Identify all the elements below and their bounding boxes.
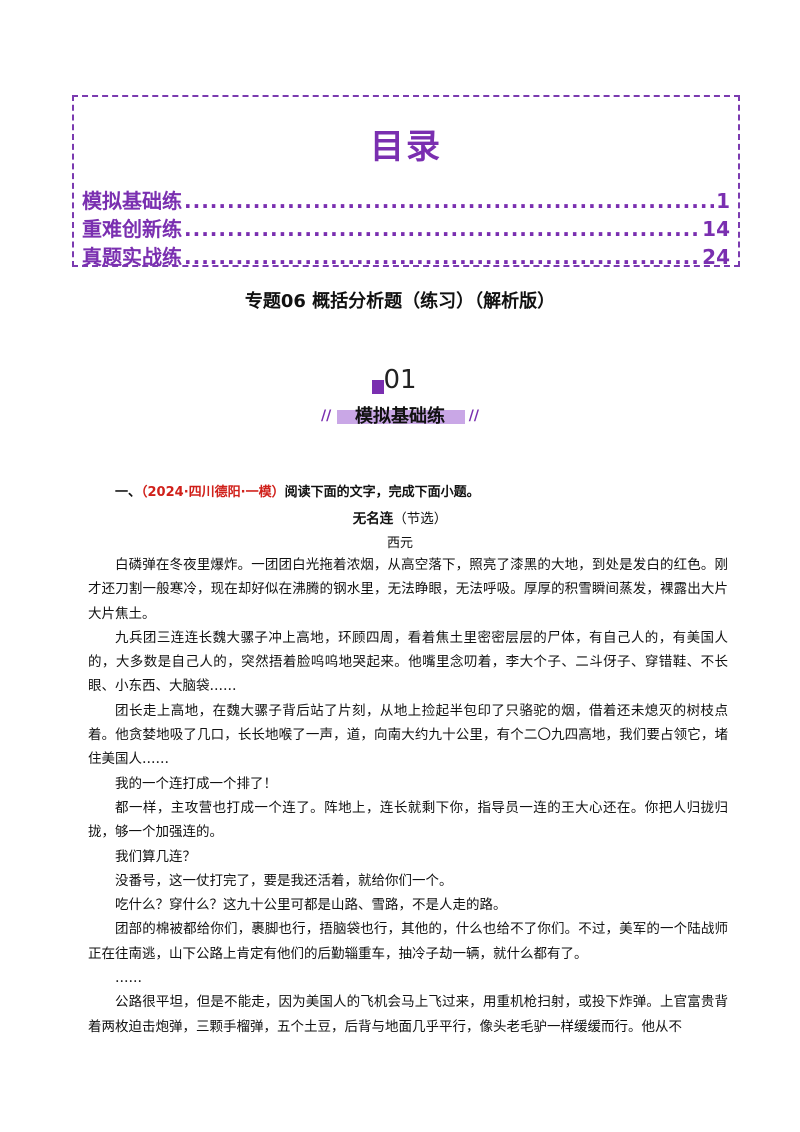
question-prefix: 一、 xyxy=(115,485,142,500)
toc-item[interactable]: 模拟基础练 1 xyxy=(82,185,730,213)
story-body: 白磷弹在冬夜里爆炸。一团团白光拖着浓烟，从高空落下，照亮了漆黑的大地，到处是发白… xyxy=(88,553,728,1039)
section-number-accent xyxy=(372,380,384,394)
toc-item-label: 模拟基础练 xyxy=(82,189,182,213)
toc-leader-dots xyxy=(184,217,700,241)
section-label-highlight xyxy=(337,410,465,424)
toc-item-label: 真题实战练 xyxy=(82,245,182,269)
paragraph: 白磷弹在冬夜里爆炸。一团团白光拖着浓烟，从高空落下，照亮了漆黑的大地，到处是发白… xyxy=(88,557,728,622)
story-title: 无名连 xyxy=(352,511,394,527)
toc-box: 目录 模拟基础练 1 重难创新练 14 真题实战练 24 xyxy=(72,95,740,269)
section-header: // 模拟基础练 // xyxy=(315,400,485,430)
story-title-line: 无名连（节选） xyxy=(0,507,800,527)
paragraph: 都一样，主攻营也打成一个连了。阵地上，连长就剩下你，指导员一连的王大心还在。你把… xyxy=(88,799,728,841)
paragraph: …… xyxy=(115,970,142,987)
paragraph: 团部的棉被都给你们，裹脚也行，捂脑袋也行，其他的，什么也给不了你们。不过，美军的… xyxy=(88,921,728,962)
slash-decoration-right: // xyxy=(468,408,479,424)
question-instruction: 阅读下面的文字，完成下面小题。 xyxy=(284,485,480,500)
paragraph: 团长走上高地，在魏大骡子背后站了片刻，从地上捡起半包印了只骆驼的烟，借着还未熄灭… xyxy=(88,702,728,768)
toc-title: 目录 xyxy=(370,127,442,167)
paragraph: 我的一个连打成一个排了！ xyxy=(115,775,277,792)
toc-item[interactable]: 重难创新练 14 xyxy=(82,213,730,241)
toc-item-page: 1 xyxy=(716,189,730,213)
question-source: （2024·四川德阳·一模） xyxy=(141,485,285,500)
paragraph: 吃什么？穿什么？这九十公里可都是山路、雪路，不是人走的路。 xyxy=(115,897,507,914)
toc-item-page: 14 xyxy=(702,217,730,241)
story-author: 西元 xyxy=(386,536,413,551)
toc-item-label: 重难创新练 xyxy=(82,217,182,241)
story-subtitle: （节选） xyxy=(393,511,448,527)
paragraph: 没番号，这一仗打完了，要是我还活着，就给你们一个。 xyxy=(115,872,453,889)
paragraph: 我们算几连？ xyxy=(115,848,196,865)
question-line: 一、（2024·四川德阳·一模）阅读下面的文字，完成下面小题。 xyxy=(115,481,480,500)
toc-item-page: 24 xyxy=(702,245,730,269)
slash-decoration-left: // xyxy=(321,408,332,424)
toc-item[interactable]: 真题实战练 24 xyxy=(82,241,730,269)
toc-leader-dots xyxy=(184,245,700,269)
toc-leader-dots xyxy=(184,189,714,213)
section-label: 模拟基础练 xyxy=(355,406,445,427)
paragraph: 九兵团三连连长魏大骡子冲上高地，环顾四周，看着焦土里密密层层的尸体，有自己人的，… xyxy=(88,629,728,695)
section-number: 01 xyxy=(383,365,417,395)
paragraph: 公路很平坦，但是不能走，因为美国人的飞机会马上飞过来，用重机枪扫射，或投下炸弹。… xyxy=(88,994,728,1035)
document-title: 专题06 概括分析题（练习）（解析版） xyxy=(244,291,556,312)
